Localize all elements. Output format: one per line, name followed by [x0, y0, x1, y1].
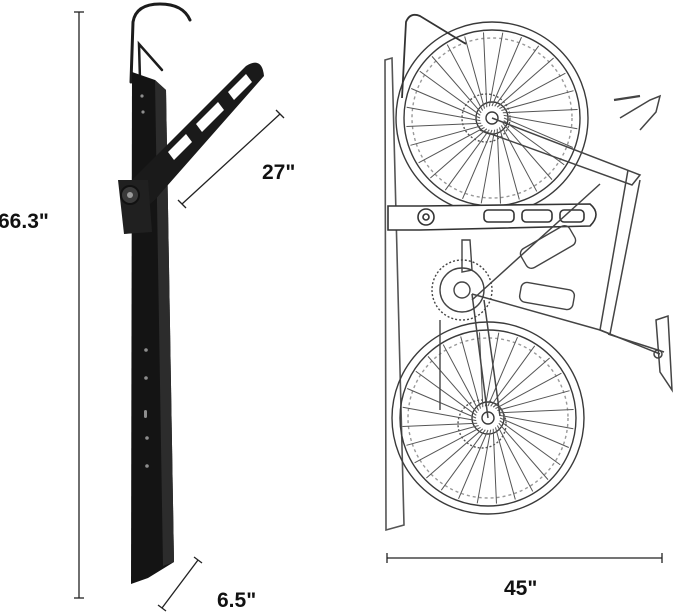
wheel-spoke — [494, 45, 540, 107]
height-dimension-label: 66.3" — [0, 210, 49, 233]
wheel-spoke — [446, 44, 484, 111]
wall-mounted-bike-illustration — [384, 13, 673, 532]
wheel-spoke — [487, 337, 518, 407]
wheel-spoke — [496, 57, 554, 108]
arm-length-dimension-label: 27" — [262, 161, 295, 184]
wheel-spoke — [498, 409, 574, 414]
wheel-spoke — [496, 128, 501, 204]
rack-arm — [387, 203, 597, 231]
wheel-spoke — [414, 426, 481, 464]
depth-dimension-line — [157, 556, 203, 612]
wheel-spoke — [410, 124, 483, 146]
wheel-spoke — [426, 428, 484, 479]
wheel-spoke — [419, 70, 481, 116]
wheel-spoke — [484, 332, 500, 407]
width-dimension-label: 45" — [504, 577, 537, 600]
wheel-spoke — [430, 128, 488, 179]
top-hook — [129, 2, 192, 84]
wheel-spoke — [500, 125, 538, 192]
wheel-spoke — [415, 370, 477, 416]
wheel-spoke — [480, 129, 496, 204]
wheel-hook — [401, 13, 467, 99]
wheel-spoke — [502, 109, 578, 114]
wheel-spoke — [483, 32, 488, 108]
wheel-spoke — [476, 429, 492, 504]
wheel-spoke — [498, 127, 520, 200]
pivot-bracket — [118, 180, 152, 234]
wheel-spoke — [440, 429, 486, 491]
wheel-spoke — [402, 406, 477, 422]
wheel-spoke — [406, 424, 479, 446]
rail-mounting-holes — [140, 94, 149, 468]
wall-rail-outline — [384, 56, 405, 532]
wheel-spoke — [458, 429, 489, 499]
wheel-spoke — [402, 422, 478, 427]
wheel-spoke — [444, 129, 490, 191]
wheel-spoke — [503, 117, 573, 148]
wheel-spoke — [464, 36, 486, 109]
wheel-spoke — [503, 114, 578, 130]
wheel-spoke — [495, 372, 562, 410]
wheel-spoke — [502, 122, 553, 180]
wheel-spoke — [491, 37, 522, 107]
wheel-spoke — [460, 336, 482, 409]
wheel-spoke — [501, 90, 574, 112]
arm-length-dimension-line — [177, 109, 285, 209]
depth-dimension-label: 6.5" — [217, 589, 256, 612]
swing-arm — [128, 62, 264, 209]
wheel-spoke — [407, 388, 477, 419]
drivetrain — [431, 239, 493, 410]
wheel-spoke — [494, 427, 516, 500]
wheel-spoke — [411, 88, 481, 119]
bike-rack-product — [118, 2, 264, 584]
wheel-spoke — [499, 417, 569, 448]
wheel-spoke — [462, 129, 493, 199]
wheel-spoke — [442, 344, 480, 411]
height-dimension-line — [74, 11, 84, 599]
wheel-spoke — [492, 357, 550, 408]
wheel-spoke — [406, 106, 481, 122]
bike-frame — [471, 94, 673, 419]
width-dimension-line — [386, 553, 663, 563]
wheel-spoke — [499, 414, 574, 430]
wheel-spoke — [497, 390, 570, 412]
wheel-spoke — [499, 72, 566, 110]
wheel-spoke — [431, 56, 482, 114]
wheel-spoke — [492, 428, 497, 504]
rail-side-face — [155, 80, 174, 566]
wheel-spoke — [498, 422, 549, 480]
wheel-spoke — [499, 420, 561, 466]
top-hook-lower — [137, 40, 164, 82]
disc-brakes — [457, 93, 511, 449]
wheel-spoke — [406, 122, 482, 127]
wheel-spoke — [427, 356, 478, 414]
wheel-spoke — [418, 126, 485, 164]
water-bottles — [518, 224, 577, 311]
